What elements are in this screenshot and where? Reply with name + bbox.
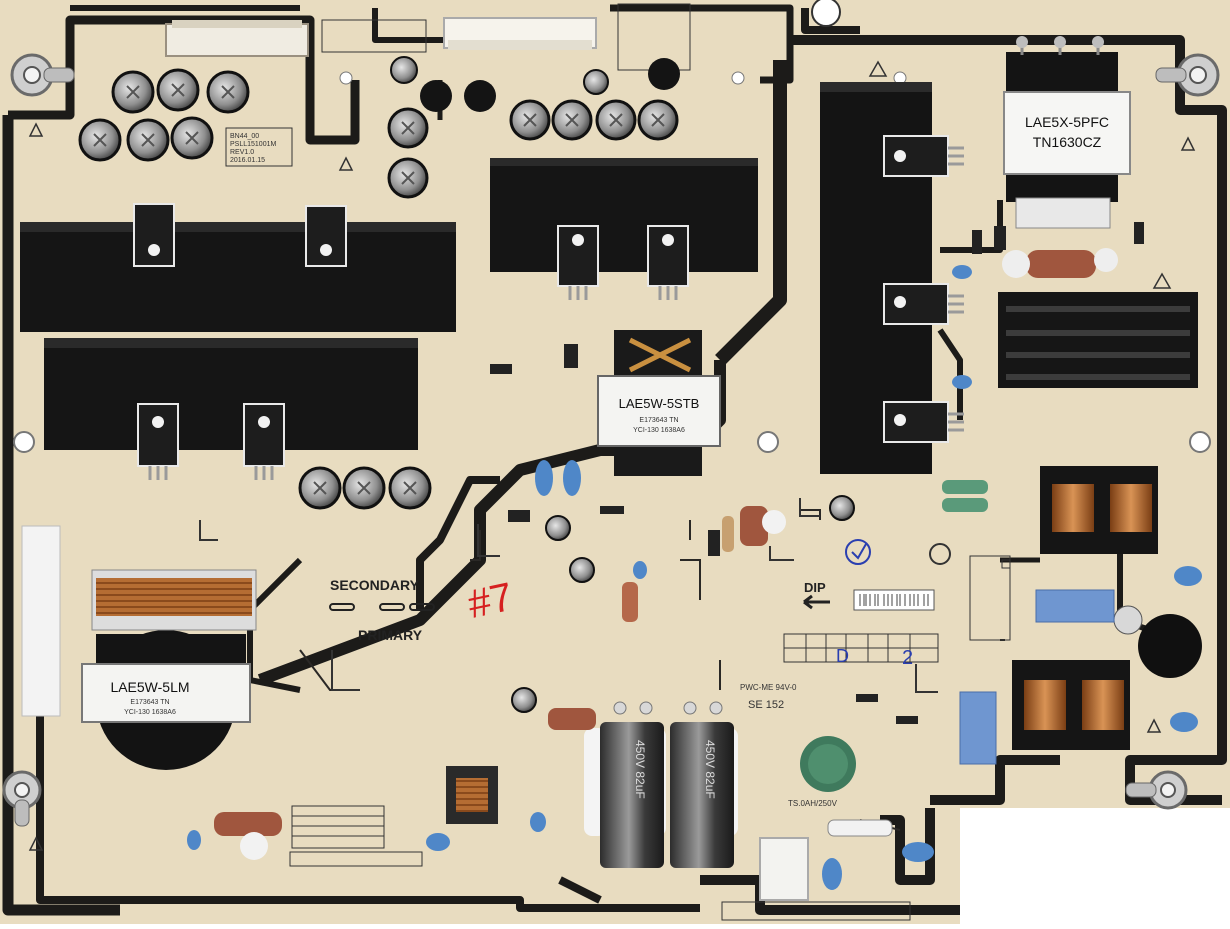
main-transformer: LAE5W-5LM E173643 TN YCI-130 1638A6: [81, 569, 257, 770]
varistor: [800, 736, 856, 792]
electrolytic-caps-mid-left: [298, 466, 855, 713]
silkscreen-corner-marks: [199, 498, 938, 693]
board-info-box: [225, 127, 293, 167]
varistor-rating: TS.0AH/250V: [788, 799, 838, 808]
heatsink-middle: [490, 158, 758, 272]
connector-cn801: [443, 17, 597, 50]
diodes: [490, 222, 1144, 724]
label-secondary: SECONDARY: [330, 577, 420, 593]
handwritten-blue-mark-1: D: [836, 646, 849, 666]
main-transformer-label-line1: LAE5W-5LM: [110, 679, 189, 695]
pfc-transformer-label-line1: LAE5X-5PFC: [1025, 114, 1109, 130]
standby-transformer-label-line3: YCI-130 1638A6: [633, 427, 685, 434]
common-mode-choke-upper: [1040, 466, 1158, 554]
board-info-line3: REV1.0: [230, 149, 254, 156]
common-mode-choke-lower: [1012, 660, 1130, 750]
main-transformer-label-line3: YCI-130 1638A6: [124, 709, 176, 716]
fuse: [827, 819, 893, 837]
standby-transformer-label-line2: E173643 TN: [639, 417, 678, 424]
electrolytic-caps-top-middle: [387, 56, 680, 199]
pfc-transformer: LAE5X-5PFC TN1630CZ: [1003, 36, 1131, 229]
warning-triangles: [28, 60, 1196, 851]
ceramic-caps-blue: [187, 265, 1202, 890]
connector-cn802: [165, 20, 309, 57]
board-info-line4: 2016.01.15: [230, 157, 265, 164]
mounting-holes: [2, 0, 1220, 827]
label-primary: PRIMARY: [358, 627, 423, 643]
x-capacitor-blue-small: [959, 691, 997, 765]
resistors: [214, 248, 1118, 860]
board-info-line2: PSLL151001M: [230, 141, 276, 148]
transistor-screws: [148, 150, 906, 428]
pfc-transformer-label-line2: TN1630CZ: [1033, 134, 1102, 150]
bulk-cap-2-rating: 450V 82uF: [703, 740, 717, 799]
transistor-legs: [148, 146, 964, 480]
bulk-cap-1-rating: 450V 82uF: [633, 740, 647, 799]
bulk-capacitors: 450V 82uF 450V 82uF: [584, 701, 738, 868]
pcb-code: SE 152: [748, 699, 784, 711]
heatsink-finned-right: [998, 292, 1198, 388]
handwritten-blue-mark-2: 2: [902, 647, 913, 669]
pin-header-top: [321, 19, 427, 53]
jumper-box-right: [969, 555, 1011, 641]
dip-arrow-icon: [803, 594, 830, 610]
heatsink-left-upper: [20, 222, 456, 332]
power-transistors: [133, 135, 949, 467]
barcode-lines: [859, 594, 929, 606]
handwritten-red-mark: #7: [464, 575, 517, 627]
isolation-slots: [329, 603, 435, 611]
main-transformer-label-line2: E173643 TN: [130, 699, 169, 706]
pcb-marking: PWC-ME 94V-0: [740, 683, 797, 692]
silkscreen-blocks: [289, 559, 1011, 921]
x-capacitor-blue: [1035, 589, 1115, 623]
white-sticker-left: [21, 525, 61, 717]
connector-bottom: [759, 837, 809, 901]
heatsink-left-lower: [44, 338, 418, 450]
standby-transformer: LAE5W-5STB E173643 TN YCI-130 1638A6: [597, 330, 721, 476]
board-info-line1: BN44_00: [230, 133, 259, 140]
small-transformer-bottom: [446, 766, 498, 824]
certification-logos: [845, 539, 951, 565]
inspection-grid: [783, 633, 939, 663]
electrolytic-caps-top-left: [78, 68, 250, 162]
standby-transformer-label-line1: LAE5W-5STB: [619, 396, 700, 411]
label-dip: DIP: [804, 580, 826, 595]
